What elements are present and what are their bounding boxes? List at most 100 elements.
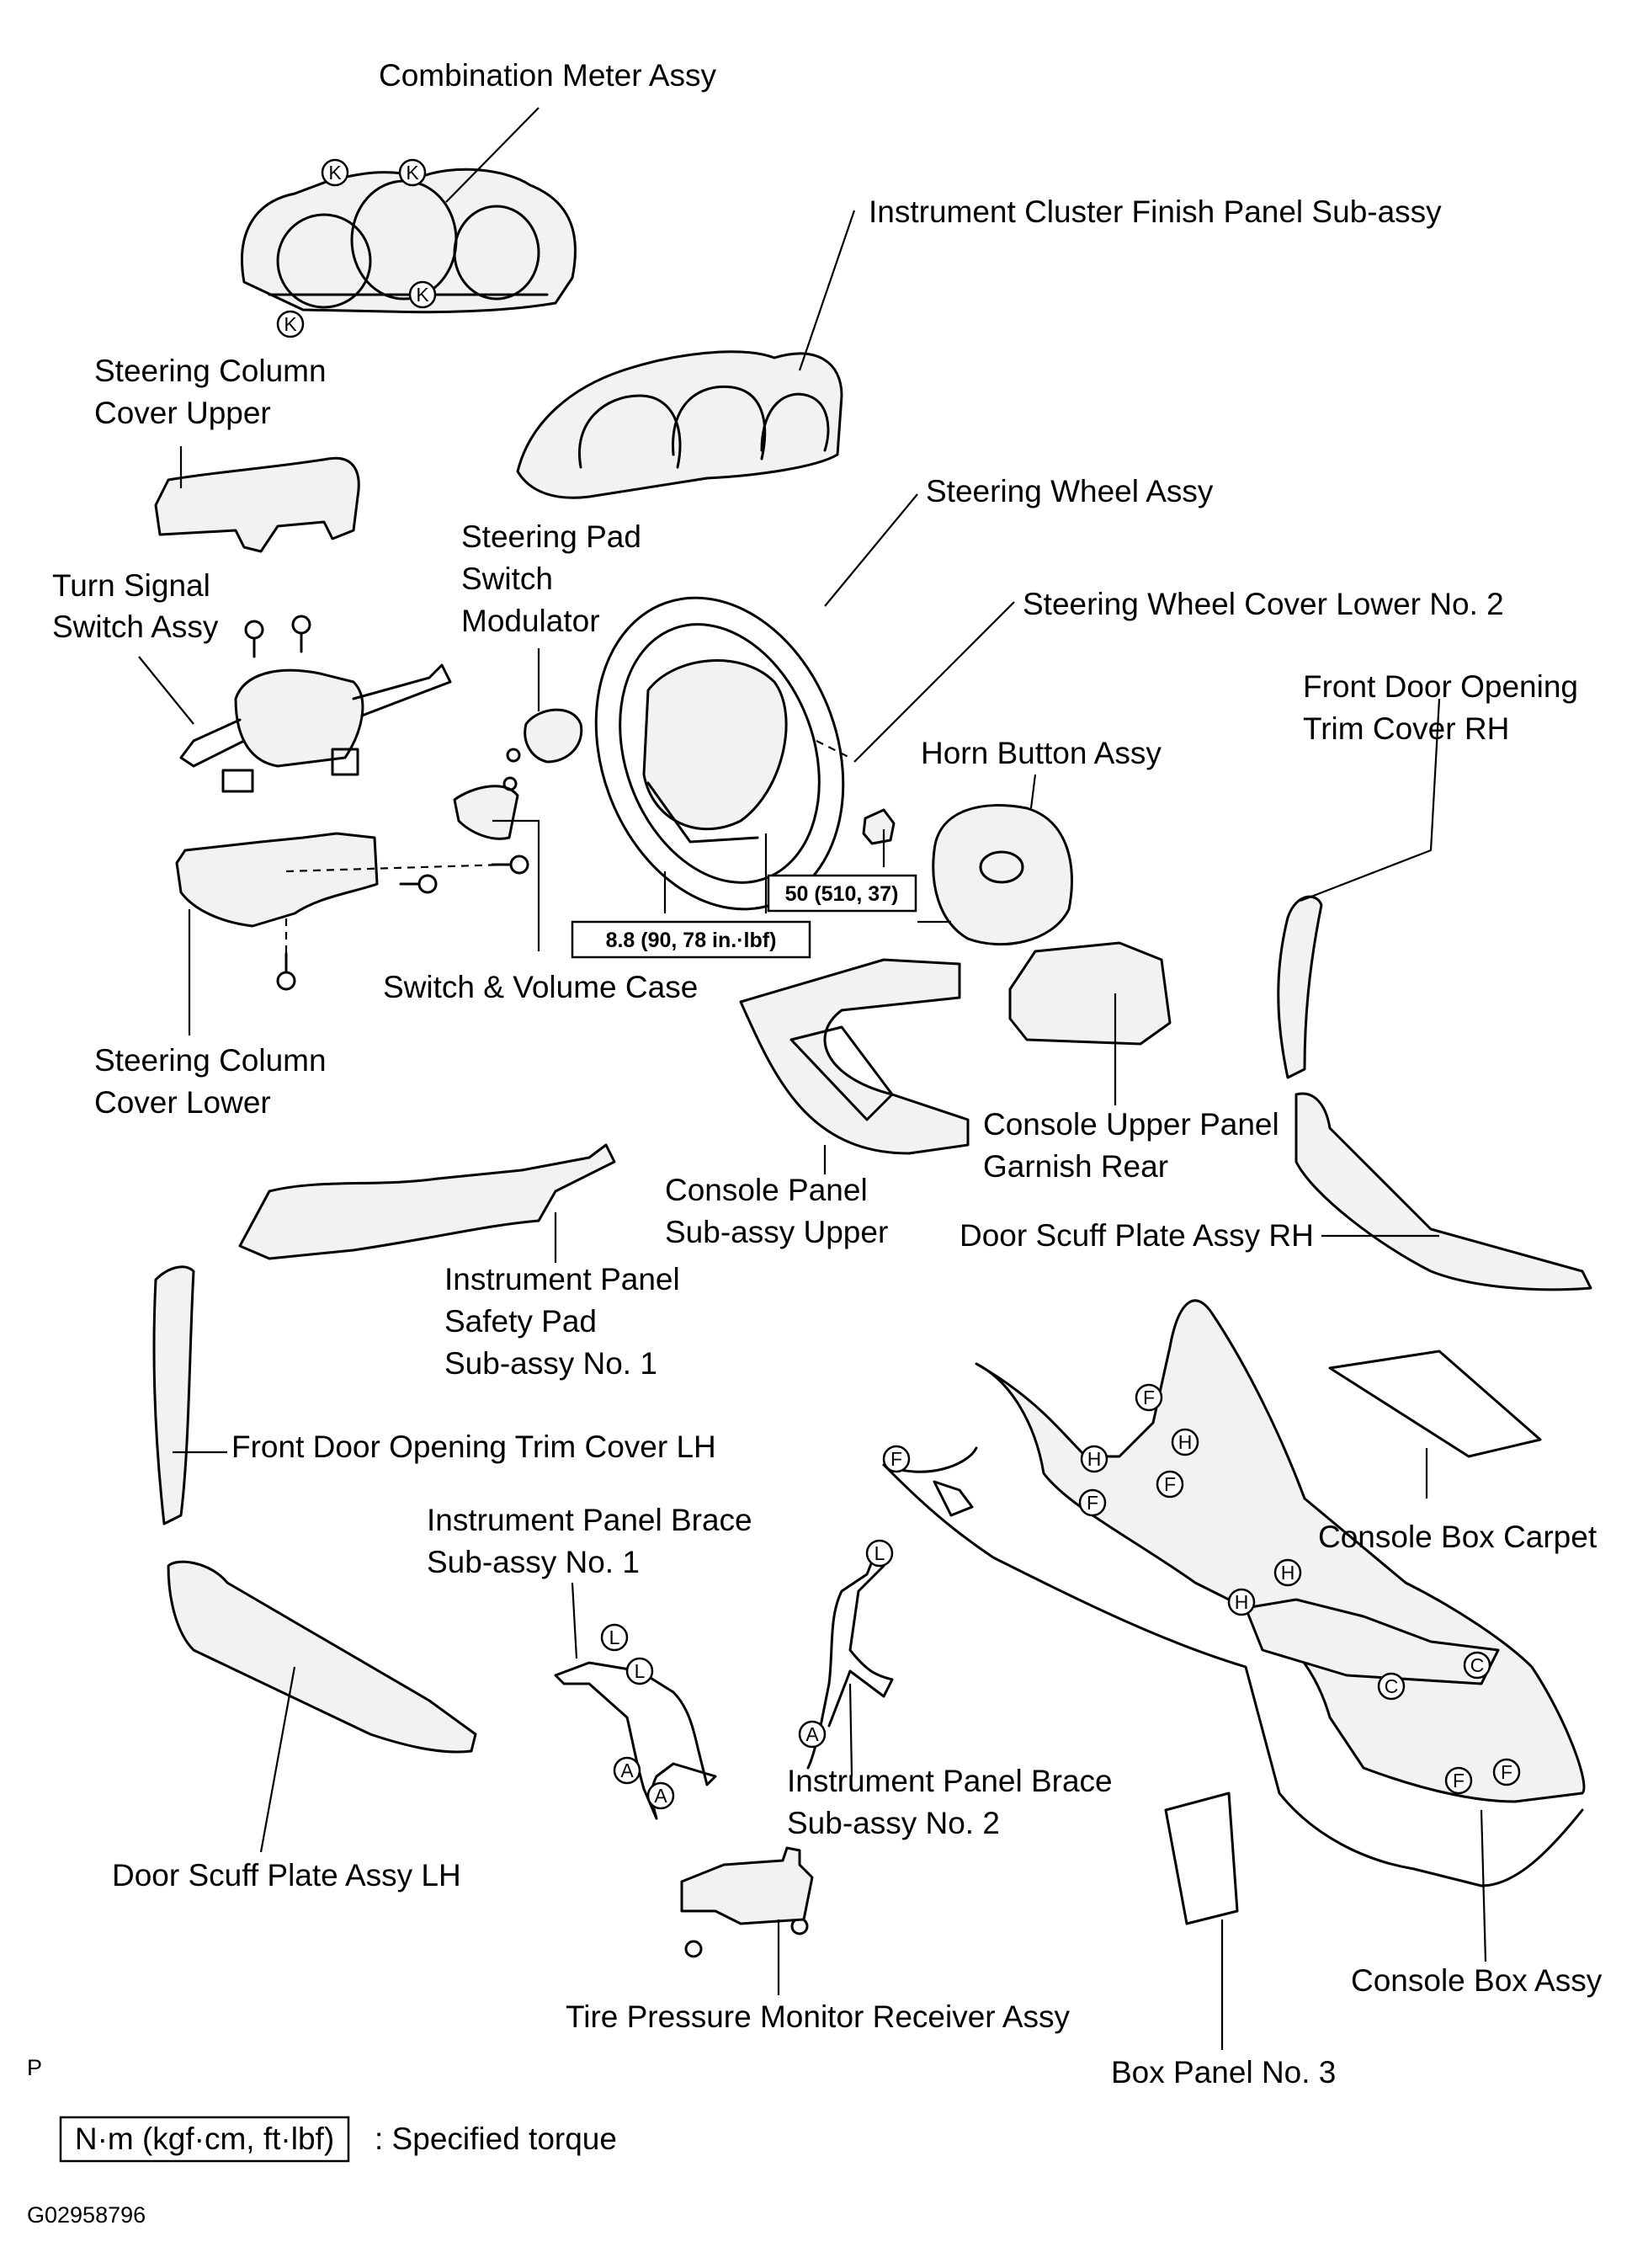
label-box-panel-3: Box Panel No. 3 (1111, 2055, 1336, 2090)
combination-meter-drawing (241, 168, 577, 314)
tire-receiver-drawing (680, 1846, 814, 1925)
label-safety-pad-1: Instrument Panel (444, 1262, 680, 1296)
svg-text:A: A (805, 1723, 819, 1745)
svg-text:K: K (284, 313, 297, 335)
svg-text:H: H (1178, 1431, 1193, 1453)
brace-no2-drawing (806, 1552, 894, 1770)
legend-unit-box: N·m (kgf·cm, ft·lbf) (75, 2122, 334, 2156)
label-door-trim-rh-1: Front Door Opening (1303, 669, 1578, 704)
svg-text:K: K (406, 162, 419, 184)
door-scuff-lh-drawing (167, 1560, 477, 1754)
label-pad-modulator-2: Switch (461, 562, 553, 596)
column-cover-upper-drawing (154, 456, 360, 553)
cover-lower-fastener-line (285, 863, 506, 873)
clip-marker-l: L (865, 1539, 894, 1568)
pad-switch-modulator-drawing (524, 708, 583, 764)
box-panel-3-drawing (1164, 1792, 1239, 1925)
corner-mark: P (27, 2055, 42, 2080)
turn-signal-switch-drawing (179, 663, 452, 793)
svg-text:H: H (1235, 1591, 1249, 1613)
clip-marker-k: K (321, 158, 349, 187)
clip-marker-c: C (1463, 1651, 1491, 1680)
label-brace-no1-1: Instrument Panel Brace (427, 1503, 752, 1537)
safety-pad-drawing (238, 1143, 616, 1260)
label-console-box-carpet: Console Box Carpet (1318, 1520, 1597, 1554)
svg-text:H: H (1281, 1562, 1295, 1584)
svg-text:F: F (1087, 1492, 1098, 1514)
wheel-cover-dash (816, 740, 851, 759)
clip-marker-l: L (625, 1657, 654, 1685)
svg-text:L: L (875, 1542, 885, 1564)
clip-marker-h: H (1227, 1588, 1256, 1616)
svg-text:F: F (1164, 1473, 1176, 1495)
svg-text:C: C (1470, 1654, 1485, 1676)
clip-marker-k: K (398, 158, 427, 187)
door-trim-lh-drawing (152, 1265, 195, 1525)
clip-marker-l: L (600, 1623, 629, 1652)
clip-marker-c: C (1377, 1672, 1406, 1701)
label-tire-pressure-receiver: Tire Pressure Monitor Receiver Assy (566, 1999, 1071, 2034)
door-trim-rh-drawing (1277, 895, 1323, 1079)
fasteners-drawing (244, 615, 896, 1958)
column-cover-lower-drawing (175, 832, 379, 928)
leader-lines (138, 107, 1487, 2050)
label-door-trim-rh-2: Trim Cover RH (1303, 711, 1509, 746)
svg-text:F: F (1143, 1387, 1155, 1408)
legend-description: : Specified torque (375, 2122, 617, 2156)
label-safety-pad-2: Safety Pad (444, 1304, 597, 1339)
clip-marker-a: A (613, 1756, 641, 1785)
svg-text:8.8 (90, 78 in.·lbf): 8.8 (90, 78 in.·lbf) (606, 929, 777, 952)
label-console-upper-garnish-2: Garnish Rear (983, 1149, 1168, 1184)
label-brace-no2-1: Instrument Panel Brace (787, 1764, 1113, 1798)
switch-volume-case-drawing (453, 785, 519, 840)
torque-legend: N·m (kgf·cm, ft·lbf) : Specified torque (59, 2116, 617, 2163)
label-brace-no2-2: Sub-assy No. 2 (787, 1806, 1000, 1840)
label-combination-meter: Combination Meter Assy (379, 58, 717, 93)
svg-text:K: K (416, 284, 429, 306)
label-safety-pad-3: Sub-assy No. 1 (444, 1346, 657, 1381)
label-wheel-cover-lower: Steering Wheel Cover Lower No. 2 (1023, 587, 1504, 621)
svg-text:L: L (635, 1660, 646, 1682)
clip-marker-f: F (1444, 1766, 1473, 1795)
svg-text:A: A (654, 1785, 667, 1807)
clip-marker-a: A (646, 1781, 675, 1810)
label-steering-wheel: Steering Wheel Assy (926, 474, 1214, 508)
horn-button-drawing (932, 804, 1073, 946)
clip-marker-h: H (1080, 1445, 1108, 1473)
figure-id: G02958796 (27, 2202, 146, 2228)
label-column-cover-lower-2: Cover Lower (94, 1085, 271, 1120)
label-switch-volume-case: Switch & Volume Case (383, 970, 698, 1004)
label-turn-signal-1: Turn Signal (52, 568, 210, 603)
svg-text:F: F (890, 1448, 902, 1470)
console-box-carpet-drawing (1328, 1350, 1542, 1458)
steering-wheel-drawing (594, 596, 845, 911)
door-scuff-rh-drawing (1294, 1092, 1592, 1291)
label-column-cover-upper-2: Cover Upper (94, 396, 271, 430)
clip-marker-k: K (408, 280, 437, 309)
label-brace-no1-2: Sub-assy No. 1 (427, 1545, 640, 1579)
label-column-cover-lower-1: Steering Column (94, 1043, 327, 1078)
svg-text:F: F (1453, 1770, 1465, 1792)
console-panel-upper-drawing (739, 958, 970, 1155)
clip-marker-h: H (1273, 1558, 1302, 1587)
clip-marker-f: F (1078, 1488, 1107, 1517)
svg-text:K: K (328, 162, 342, 184)
svg-text:L: L (609, 1626, 620, 1648)
label-pad-modulator-3: Modulator (461, 604, 600, 638)
clip-marker-a: A (798, 1720, 827, 1749)
brace-no1-drawing (554, 1661, 717, 1820)
torque-box-wheel-nut: 50 (510, 37) (767, 874, 917, 913)
label-door-scuff-rh: Door Scuff Plate Assy RH (960, 1218, 1314, 1253)
svg-text:50 (510, 37): 50 (510, 37) (785, 882, 899, 906)
label-door-trim-lh: Front Door Opening Trim Cover LH (231, 1429, 716, 1464)
clip-marker-f: F (882, 1445, 911, 1473)
clip-markers: K K K K F F H H F F H H C C F F L L A A … (276, 158, 1521, 1810)
label-console-upper-garnish-1: Console Upper Panel (983, 1107, 1279, 1142)
console-box-drawing (882, 1299, 1586, 1887)
clip-marker-f: F (1156, 1470, 1184, 1499)
clip-marker-f: F (1492, 1758, 1521, 1786)
clip-marker-f: F (1135, 1383, 1163, 1412)
clip-marker-k: K (276, 310, 305, 338)
label-console-box: Console Box Assy (1351, 1963, 1603, 1998)
